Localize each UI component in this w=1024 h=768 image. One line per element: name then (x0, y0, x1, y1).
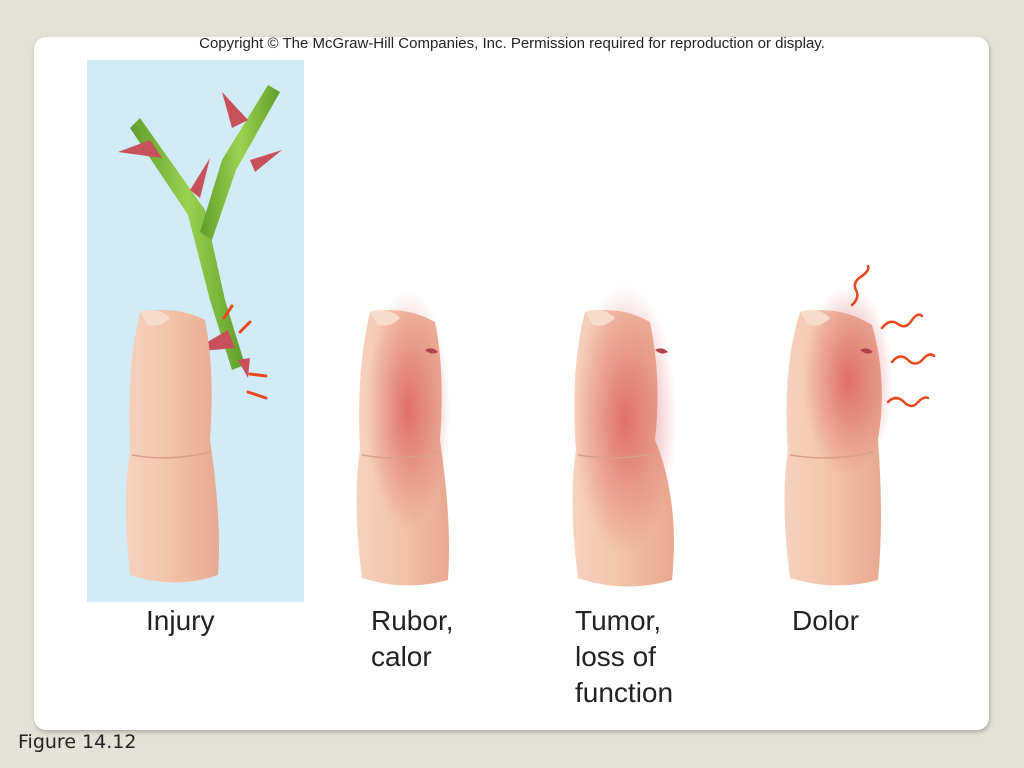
copyright-notice: Copyright © The McGraw-Hill Companies, I… (199, 35, 825, 52)
injury-pain-marks (222, 304, 268, 400)
finger-dolor (784, 285, 893, 586)
label-dolor: Dolor (792, 605, 859, 636)
label-injury: Injury (146, 605, 215, 636)
pain-waves-icon (850, 264, 936, 408)
label-tumor: Tumor, loss of function (575, 605, 674, 708)
finger-tumor (572, 285, 677, 587)
finger-rubor-calor (356, 290, 450, 586)
figure-caption: Figure 14.12 (18, 731, 137, 753)
rose-stem-icon (118, 85, 282, 378)
label-rubor-calor: Rubor, calor (371, 605, 454, 672)
finger-injury (126, 309, 219, 583)
